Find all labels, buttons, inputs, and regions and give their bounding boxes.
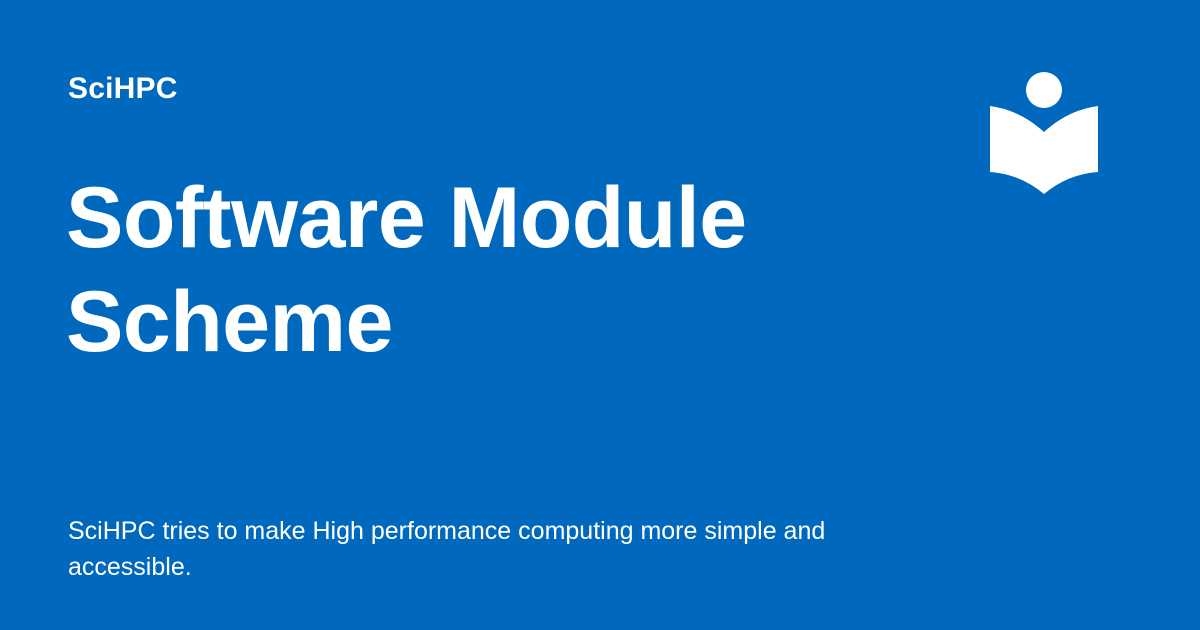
reader-book-icon	[990, 72, 1098, 194]
page-description: SciHPC tries to make High performance co…	[68, 517, 826, 581]
site-name: SciHPC	[68, 72, 178, 105]
page-title: Software Module Scheme	[66, 170, 747, 370]
